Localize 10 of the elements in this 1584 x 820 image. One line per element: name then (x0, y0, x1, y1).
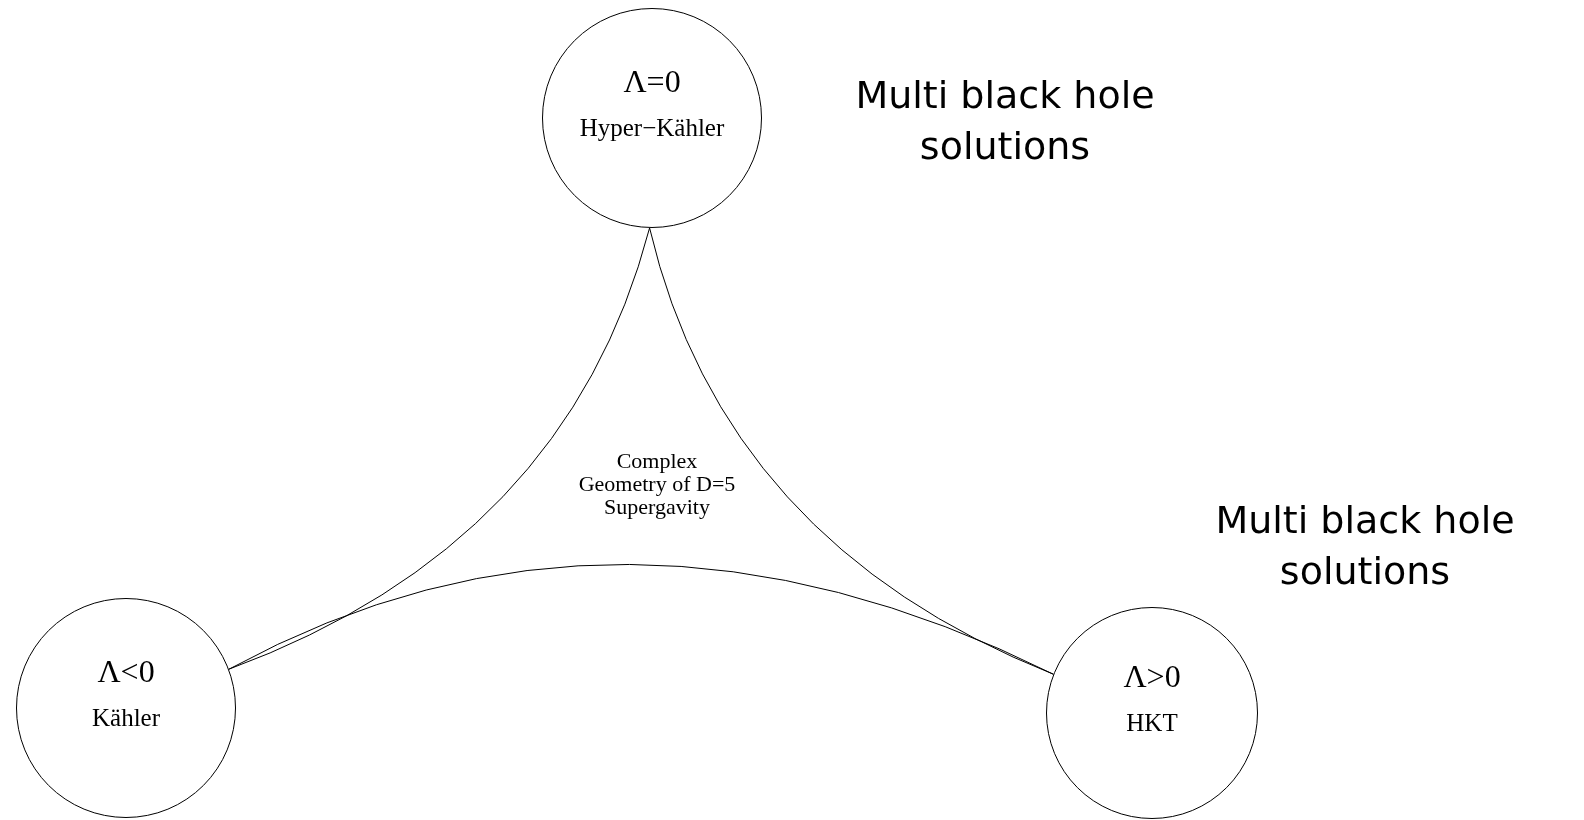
geometry-label: HKT (1126, 708, 1178, 737)
geometry-label: Kähler (92, 703, 160, 732)
annotation-text: Multi black hole solutions (1214, 497, 1516, 596)
annotation-text: Multi black hole solutions (854, 72, 1156, 171)
center-label: Complex Geometry of D=5 Supergavity (577, 449, 737, 519)
cosmological-constant-label: Λ>0 (1123, 659, 1181, 695)
curved-connector (228, 563, 1054, 675)
cosmological-constant-label: Λ=0 (623, 64, 681, 100)
cosmological-constant-label: Λ<0 (97, 654, 155, 690)
geometry-label: Hyper−Kähler (579, 113, 725, 142)
